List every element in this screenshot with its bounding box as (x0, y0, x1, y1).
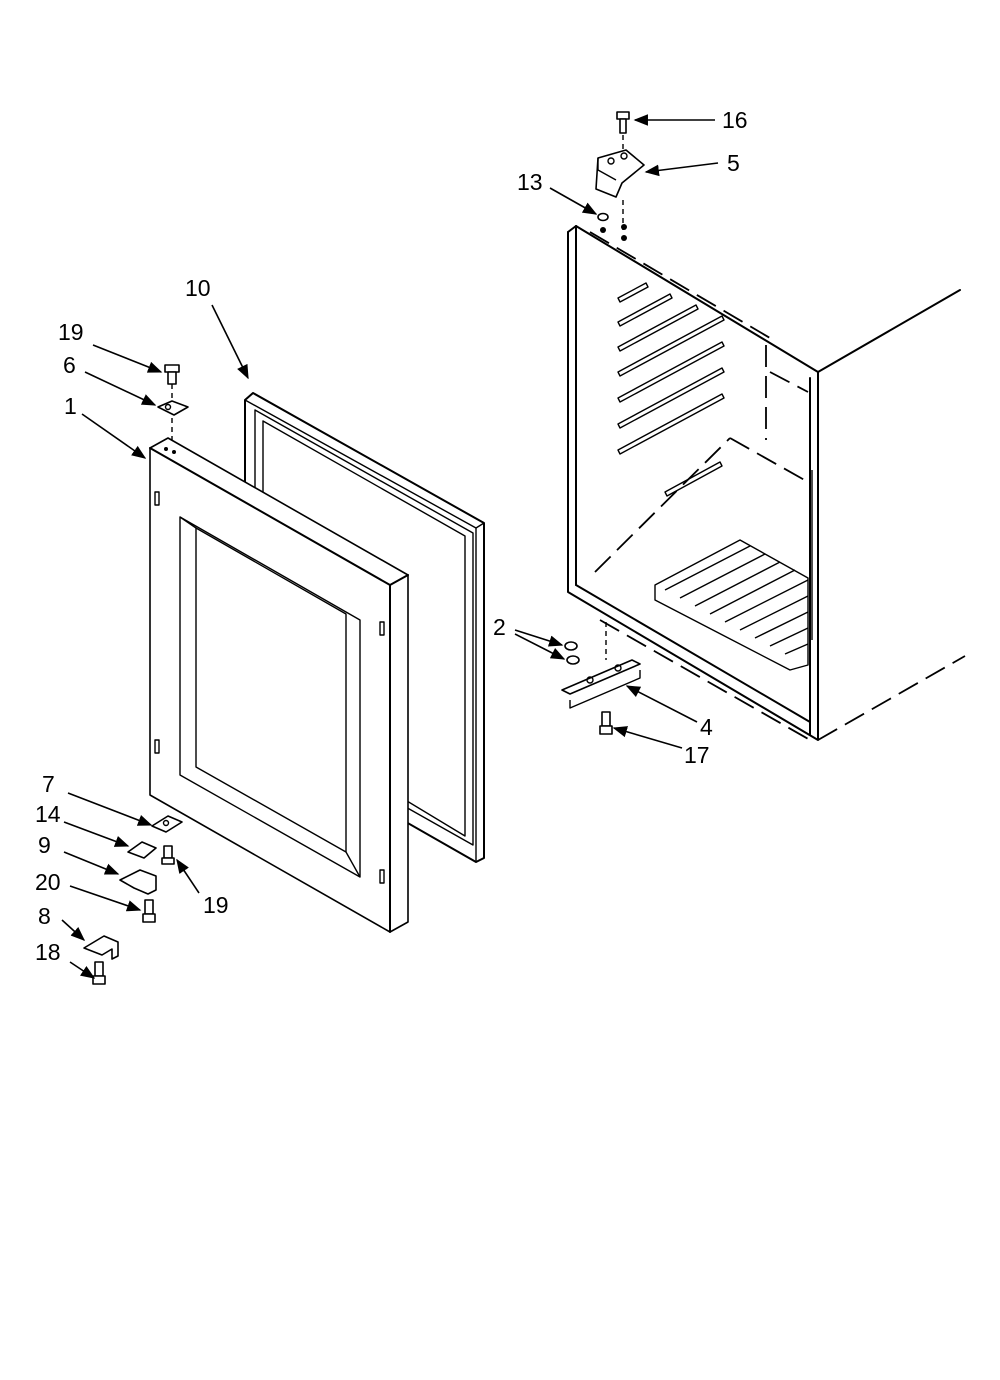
callout-labels: 16 5 13 10 19 6 1 2 4 17 7 14 9 20 19 8 … (35, 107, 748, 965)
hinge-screw-top (616, 111, 630, 150)
callout-4: 4 (700, 714, 713, 740)
shelf-slots (617, 282, 725, 497)
callout-17: 17 (684, 742, 710, 768)
callout-8: 8 (38, 903, 51, 929)
bottom-bracket (83, 935, 119, 960)
callout-20: 20 (35, 869, 61, 895)
top-hinge (595, 149, 645, 230)
callout-5: 5 (727, 150, 740, 176)
door-bottom-hinge-bracket (151, 815, 183, 833)
shoulder-screw (142, 899, 156, 923)
callout-19-bottom: 19 (203, 892, 229, 918)
callout-1: 1 (64, 393, 77, 419)
door-top-hinge-bracket (157, 400, 189, 440)
door-closer (119, 869, 157, 895)
callout-16: 16 (722, 107, 748, 133)
door-top-screw (164, 364, 180, 400)
callout-10: 10 (185, 275, 211, 301)
bracket-screw (92, 961, 106, 985)
freezer-cabinet (567, 225, 966, 741)
callout-2: 2 (493, 614, 506, 640)
callout-7: 7 (42, 771, 55, 797)
callout-9: 9 (38, 832, 51, 858)
callout-14: 14 (35, 801, 61, 827)
spacer-washer (597, 212, 609, 222)
floor-grille (654, 539, 809, 671)
bottom-hinge-screw (599, 711, 613, 735)
hinge-washers (564, 641, 580, 665)
callout-18: 18 (35, 939, 61, 965)
callout-6: 6 (63, 352, 76, 378)
door-stop-plate (127, 841, 157, 859)
door-bottom-screw (161, 845, 175, 865)
door-panel (149, 437, 409, 933)
callout-19-top: 19 (58, 319, 84, 345)
leader-arrows (61, 114, 719, 979)
callout-13: 13 (517, 169, 543, 195)
bottom-hinge (561, 622, 641, 709)
